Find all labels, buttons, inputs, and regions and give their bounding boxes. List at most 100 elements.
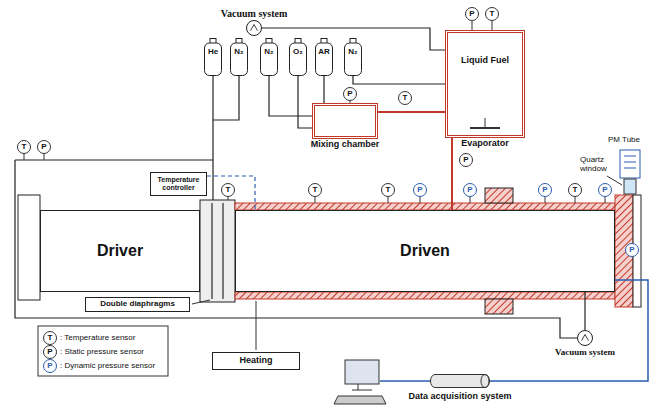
temperature-sensor: T (43, 331, 57, 345)
gas-cylinder: AR (315, 38, 333, 76)
dynamic-pressure-sensor: P (463, 183, 477, 197)
cylinder-outline (204, 38, 222, 76)
legend-box (38, 326, 168, 376)
static-pressure-sensor: P (465, 7, 479, 21)
evaporator-vessel: Liquid FuelEvaporator (445, 30, 525, 138)
pipe (212, 76, 213, 200)
section-name: Driven (400, 242, 450, 260)
quartz-window (624, 179, 636, 194)
static-pressure-sensor: P (43, 345, 57, 359)
temperature-sensor: T (17, 140, 31, 154)
section-name: Driver (97, 242, 143, 260)
legend-text: : Temperature sensor (60, 332, 135, 344)
cylinder-outline (260, 38, 278, 76)
pipe-connector (378, 111, 445, 113)
data-acquisition: Data acquisition system (430, 374, 490, 388)
pipe-connector (207, 176, 255, 210)
temperature-sensor: T (485, 7, 499, 21)
leader-line (256, 301, 257, 350)
tube-flange (485, 299, 513, 314)
static-pressure-sensor: P (343, 87, 357, 101)
pipe (213, 76, 239, 120)
vacuum-pump: Vacuum system (246, 20, 262, 36)
dynamic-pressure-sensor: P (413, 183, 427, 197)
box-label: Double diaphragms (100, 300, 175, 309)
cylinder-outline (344, 38, 362, 76)
pump-symbol (247, 21, 261, 35)
cylinder-outline (230, 38, 248, 76)
static-pressure-sensor: P (459, 153, 473, 167)
gas-name: N₂ (260, 47, 278, 56)
gas-cylinder: N₂ (260, 38, 278, 76)
gas-name: N₂ (230, 47, 248, 56)
dynamic-pressure-sensor: P (538, 183, 552, 197)
mixing-chamber: Mixing chamber (312, 103, 378, 139)
temperature-sensor: T (568, 183, 582, 197)
legend-text: : Dynamic pressure sensor (60, 360, 155, 372)
pm-tube-detail (624, 162, 636, 163)
temperature-sensor: T (308, 183, 322, 197)
stirrer (485, 118, 486, 128)
dynamic-pressure-sensor: P (625, 243, 639, 257)
computer-monitor (345, 360, 379, 384)
dynamic-pressure-sensor: P (598, 183, 612, 197)
diaphragm (211, 203, 213, 299)
vessel-content: Liquid Fuel (448, 55, 522, 65)
shock-tube-section: Driven (235, 210, 615, 292)
pipe-connector (451, 138, 453, 210)
pipe-connector (353, 76, 445, 84)
vessel-label: Mixing chamber (311, 139, 380, 149)
gas-name: AR (315, 47, 333, 56)
tube-flange (485, 188, 513, 203)
pump-label: Vacuum system (555, 347, 615, 357)
computer-keyboard (334, 396, 386, 404)
gas-cylinder: O₂ (289, 38, 307, 76)
temperature-sensor: T (398, 91, 412, 105)
leader-line (192, 300, 210, 304)
gas-name: He (204, 47, 222, 56)
gas-name: O₂ (289, 47, 307, 56)
part-label: Quartz window (580, 156, 616, 174)
static-pressure-sensor: P (37, 140, 51, 154)
cylinder-outline (315, 38, 333, 76)
daq-label: Data acquisition system (408, 391, 511, 401)
pump-symbol (578, 331, 592, 345)
temperature-sensor: T (381, 183, 395, 197)
gas-name: N₂ (344, 47, 362, 56)
legend-text: : Static pressure sensor (60, 346, 144, 358)
pipe-connector (323, 76, 324, 103)
gas-cylinder: N₂ (344, 38, 362, 76)
dynamic-pressure-sensor: P (43, 359, 57, 373)
sensor-stems (24, 21, 605, 203)
pm-tube-detail (624, 156, 636, 157)
shock-tube-section: Driver (40, 210, 200, 292)
pipe-connector (269, 76, 312, 116)
part-label: PM Tube (608, 136, 640, 145)
diaphragm-flange (200, 200, 235, 302)
gas-cylinder: N₂ (230, 38, 248, 76)
label-box: Heating (212, 352, 300, 370)
pipe (15, 160, 577, 338)
vessel-label: Evaporator (461, 138, 509, 148)
pipe (15, 159, 213, 160)
pm-tube (620, 150, 640, 178)
signal-cable (380, 380, 430, 382)
cylinder-outline (289, 38, 307, 76)
vacuum-pump: Vacuum system (577, 330, 593, 346)
computer-stand (352, 384, 372, 390)
daq-cylinder (430, 374, 490, 388)
temperature-sensor: T (221, 183, 235, 197)
pump-label: Vacuum system (221, 8, 288, 19)
box-label: Temperature controller (153, 176, 204, 191)
box-label: Heating (239, 356, 272, 366)
heating-jacket (235, 203, 615, 210)
diaphragm (222, 203, 224, 299)
pipe-connector (298, 76, 312, 128)
gas-cylinder: He (204, 38, 222, 76)
pm-tube-detail (624, 168, 636, 169)
pipe-connector (490, 280, 648, 381)
heating-jacket (235, 292, 615, 299)
label-box: Temperature controller (150, 172, 207, 196)
driver-end-plate (18, 195, 40, 300)
